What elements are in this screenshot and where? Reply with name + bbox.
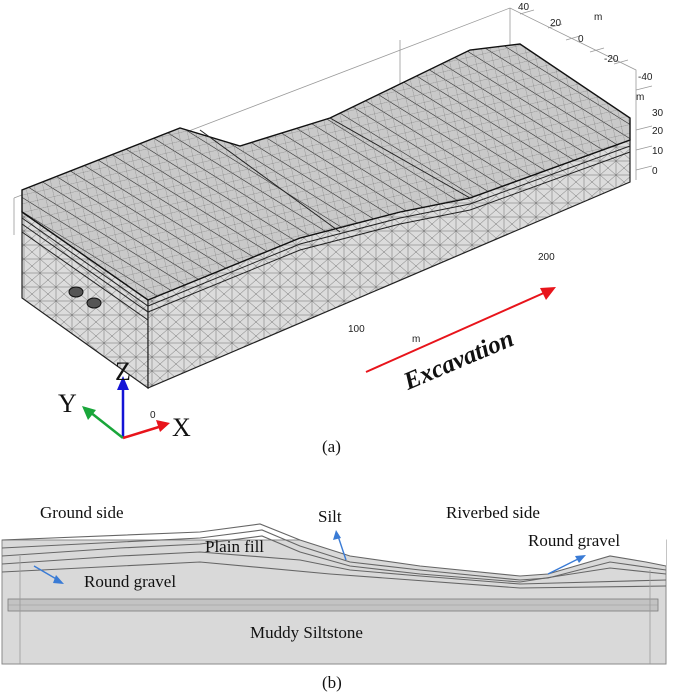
tick-z-unit: m: [636, 92, 644, 103]
excavation-arrowhead: [540, 287, 556, 300]
bounding-box: [13, 7, 653, 235]
tick-y-unit: m: [594, 12, 602, 23]
label-silt: Silt: [318, 507, 342, 526]
triad-x-label: X: [172, 413, 191, 442]
label-round-gravel-right: Round gravel: [528, 531, 620, 550]
label-round-gravel-left: Round gravel: [84, 572, 176, 591]
tick-y-4: -40: [638, 72, 653, 83]
triad-z-label: Z: [115, 357, 131, 386]
tick-x-origin: 0: [150, 410, 156, 421]
tick-z-3: 0: [652, 166, 658, 177]
tick-y-1: 20: [550, 18, 562, 29]
excavation-arrow: [365, 291, 547, 373]
label-ground-side: Ground side: [40, 503, 124, 522]
section-sky: [2, 524, 666, 576]
tick-x-unit: m: [412, 334, 420, 345]
tick-y-3: -20: [604, 54, 619, 65]
label-riverbed-side: Riverbed side: [446, 503, 540, 522]
layer-edges: [21, 117, 631, 321]
panel-a: 40 20 0 -20 -40 m 30 20 10 0 m 100 200 m…: [13, 2, 664, 456]
axis-triad: Z Y X: [58, 357, 191, 442]
tick-z-2: 10: [652, 146, 664, 157]
caption-a: (a): [322, 437, 341, 456]
tick-y-0: 40: [518, 2, 530, 13]
tick-x-0: 100: [348, 324, 365, 335]
caption-b: (b): [322, 673, 342, 692]
panel-b: Ground side Silt Riverbed side Plain fil…: [1, 503, 667, 692]
label-plain-fill: Plain fill: [205, 537, 264, 556]
tick-x-1: 200: [538, 252, 555, 263]
pointer-arrows: [33, 530, 586, 584]
label-muddy-siltstone: Muddy Siltstone: [250, 623, 363, 642]
tunnel-left: [68, 286, 84, 298]
model-top-surface: [21, 43, 631, 301]
tick-z-0: 30: [652, 108, 664, 119]
tick-z-1: 20: [652, 126, 664, 137]
tick-y-2: 0: [578, 34, 584, 45]
tunnel-tubes: [68, 286, 102, 309]
triad-y-label: Y: [58, 389, 77, 418]
stratum-lines: [1, 523, 667, 589]
tunnel-right: [86, 297, 102, 309]
